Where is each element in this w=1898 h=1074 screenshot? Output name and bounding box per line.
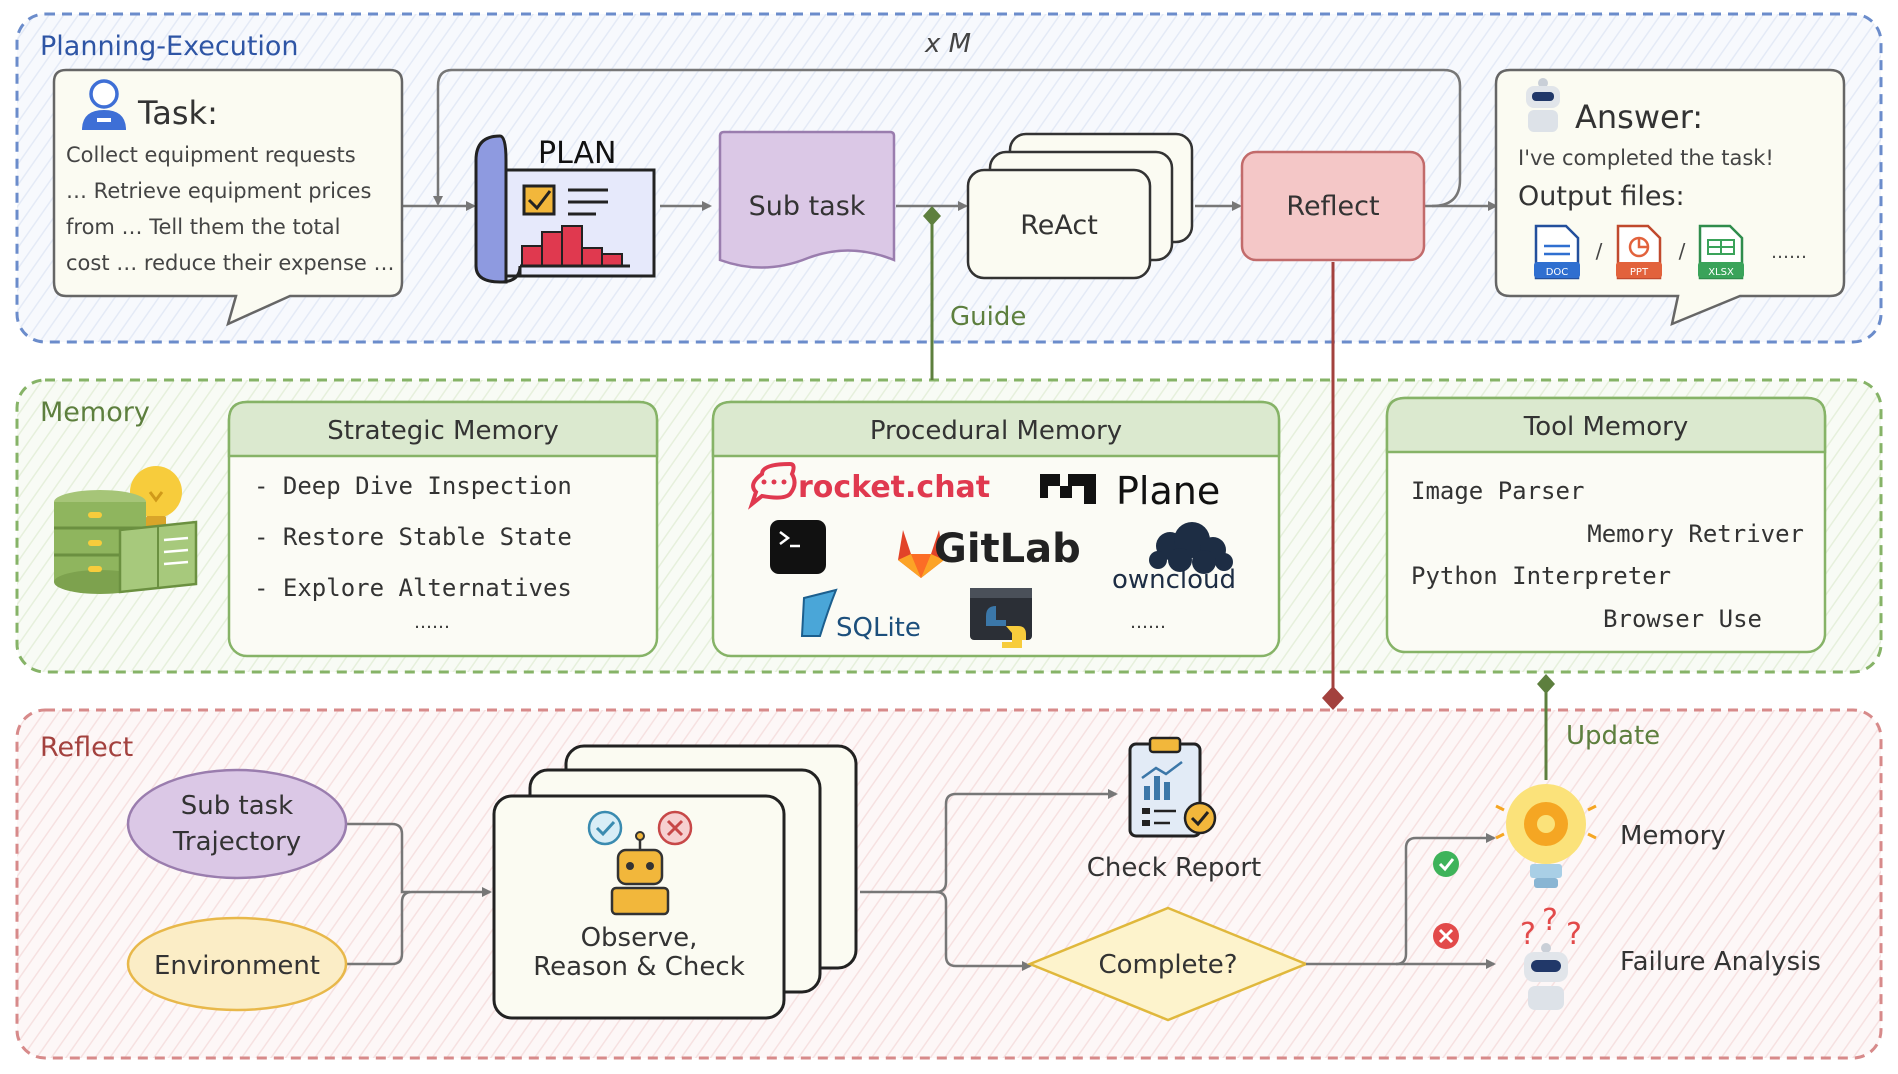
robot-icon [1526,78,1560,132]
tool-item-3: Python Interpreter [1411,562,1671,590]
plan-icon [474,134,656,284]
gitlab-logo-icon [898,530,944,578]
memory-bulb-icon [1495,784,1597,888]
owncloud-logo-icon [1149,522,1233,574]
strategic-memory-title: Strategic Memory [327,416,559,446]
check-report-label: Check Report [1087,853,1261,883]
reflect-section-title: Reflect [40,732,133,763]
output-files-label: Output files: [1518,181,1685,212]
svg-text:?: ? [1520,917,1536,952]
plane-logo-icon [1040,474,1096,504]
file-separator-2: / [1679,239,1686,263]
tool-memory-title: Tool Memory [1523,412,1689,442]
planning-section-title: Planning-Execution [40,31,299,62]
xlsx-file-icon: XLSX [1698,224,1744,280]
complete-diamond [1026,906,1310,1022]
task-box [52,68,404,327]
reflect-diamond-icon [1322,686,1344,710]
environment-label: Environment [154,951,320,981]
check-badge-icon [587,810,623,846]
tool-item-4: Browser Use [1603,605,1762,633]
observe-line-1: Observe, [581,923,698,953]
environment-oval [126,916,348,1012]
gitlab-label: GitLab [934,526,1081,572]
observe-line-2: Reason & Check [533,952,745,982]
reflect-box-label: Reflect [1286,191,1379,222]
strategic-item-1: - Deep Dive Inspection [254,472,572,500]
strategic-more: …… [414,612,450,633]
plan-title: PLAN [538,136,616,171]
database-bulb-icon [54,466,198,594]
sqlite-label: SQLite [836,613,921,643]
guide-label: Guide [950,302,1026,332]
react-card-front [966,168,1152,280]
output-files-more: …… [1771,242,1807,263]
reflect-box [1240,150,1426,262]
answer-title: Answer: [1575,98,1703,136]
strategic-item-3: - Explore Alternatives [254,574,572,602]
subtask-label: Sub task [749,191,866,222]
task-line-1: Collect equipment requests [66,143,356,167]
rocketchat-label: rocket.chat [798,470,990,505]
file-separator-1: / [1596,239,1603,263]
update-diamond-icon [1537,674,1555,694]
tool-item-2: Memory Retriver [1587,520,1804,548]
trajectory-line-1: Sub task [181,791,293,821]
cross-badge-icon [657,810,693,846]
xlsx-file-label: XLSX [1708,267,1734,278]
answer-line: I've completed the task! [1518,146,1774,170]
react-label: ReAct [1020,210,1098,241]
task-title: Task: [137,94,218,132]
failure-cross-icon [1433,923,1459,949]
memory-section-title: Memory [40,397,150,428]
task-line-4: cost … reduce their expense … [66,251,394,275]
user-icon [82,79,126,130]
tool-memory-panel [1385,396,1827,654]
failure-label: Failure Analysis [1620,947,1821,977]
subtask-box [718,130,896,269]
reflect-section [15,708,1883,1060]
memory-label: Memory [1620,821,1726,851]
doc-file-icon: DOC [1534,224,1580,280]
loop-connector [433,68,1462,208]
owncloud-label: owncloud [1112,565,1236,595]
environment-connector [346,887,492,966]
ppt-file-label: PPT [1630,267,1649,278]
svg-text:?: ? [1566,917,1582,952]
python-logo-icon [970,588,1032,648]
procedural-more: …… [1130,612,1166,633]
ppt-file-icon: PPT [1616,224,1662,280]
tool-item-1: Image Parser [1411,477,1584,505]
observe-to-complete-connector [935,890,1032,971]
strategic-memory-panel [227,400,659,658]
trajectory-oval [126,768,348,880]
answer-box [1494,68,1846,327]
task-line-3: from … Tell them the total [66,215,341,239]
guide-diamond-icon [923,206,941,226]
rocketchat-logo-icon [747,461,797,510]
loop-label: x M [924,29,971,59]
complete-label: Complete? [1098,950,1237,980]
success-check-icon [1433,851,1459,877]
doc-file-label: DOC [1546,267,1569,278]
sqlite-logo-icon [800,588,838,637]
check-report-icon [1128,736,1217,838]
confused-robot-icon: ? ? ? [1520,903,1582,1010]
svg-text:?: ? [1542,903,1558,938]
trajectory-line-2: Trajectory [172,827,301,857]
plane-label: Plane [1116,469,1220,513]
strategic-item-2: - Restore Stable State [254,523,572,551]
procedural-memory-title: Procedural Memory [870,416,1122,446]
update-label: Update [1566,721,1660,751]
robot-agent-icon [610,831,670,916]
terminal-icon [770,520,826,574]
procedural-memory-panel [711,400,1281,658]
trajectory-connector [346,822,410,894]
task-line-2: … Retrieve equipment prices [66,179,371,203]
